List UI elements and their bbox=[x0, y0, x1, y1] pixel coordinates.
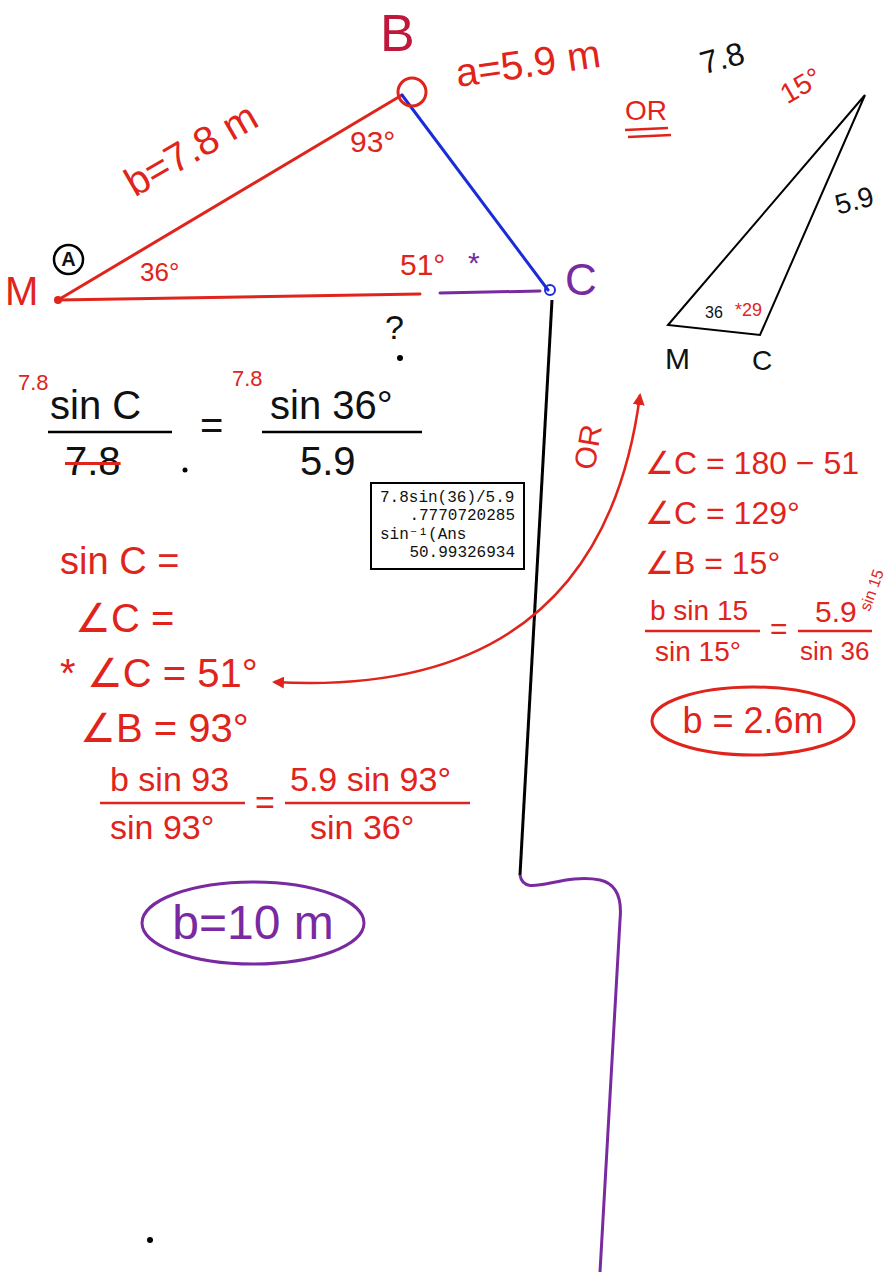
node-text: b=10 m bbox=[172, 895, 334, 950]
handwritten-label: 5.9 bbox=[831, 181, 877, 222]
handwritten-label: = bbox=[200, 402, 223, 448]
outline-shape bbox=[652, 687, 854, 755]
handwritten-label: 7.8 bbox=[232, 366, 263, 391]
handwritten-label: C bbox=[565, 255, 597, 306]
handwritten-label: sin 36° bbox=[270, 382, 393, 428]
node-text: A bbox=[61, 248, 75, 271]
handwritten-label: b sin 93 bbox=[110, 760, 229, 799]
handwritten-label: *29 bbox=[735, 300, 762, 321]
handwritten-label: M bbox=[5, 268, 38, 314]
handwritten-label: C bbox=[752, 345, 772, 377]
calculator-screen: 7.8sin(36)/5.9.7770720285sin⁻¹(Ans50.993… bbox=[370, 482, 525, 570]
handwritten-label: * ∠C = 51° bbox=[60, 650, 258, 696]
handwritten-label: 93° bbox=[350, 125, 395, 160]
handwritten-label: sin C bbox=[50, 382, 141, 428]
handwritten-label: ∠C = bbox=[75, 595, 174, 641]
calculator-line: 50.99326934 bbox=[380, 544, 515, 562]
handwritten-label: ∠C = 129° bbox=[645, 495, 800, 532]
handwritten-label: 51° bbox=[400, 248, 445, 283]
handwritten-label: sin 36 bbox=[800, 637, 869, 667]
circled-letter: A bbox=[52, 243, 85, 276]
answer-ellipse: b = 2.6m bbox=[650, 685, 856, 757]
calculator-line: 7.8sin(36)/5.9 bbox=[380, 489, 515, 507]
handwritten-label: ∠B = 93° bbox=[80, 705, 249, 751]
handwritten-label: * bbox=[468, 246, 480, 281]
handwritten-label: sin C = bbox=[60, 540, 179, 584]
handwritten-label: b sin 15 bbox=[650, 595, 748, 627]
calculator-line: .7770720285 bbox=[380, 507, 515, 525]
handwritten-label: 36 bbox=[705, 304, 723, 322]
handwritten-label: 5.9 bbox=[300, 438, 356, 484]
handwritten-label: M bbox=[665, 342, 690, 377]
handwritten-label: OR bbox=[625, 95, 667, 127]
handwritten-label: 5.9 sin 93° bbox=[290, 760, 451, 799]
calculator-line: sin⁻¹(Ans bbox=[380, 526, 515, 544]
handwritten-label: ? bbox=[385, 308, 404, 347]
outline-shape bbox=[54, 245, 83, 274]
handwritten-label: B bbox=[380, 4, 415, 64]
handwritten-label: OR bbox=[568, 422, 610, 472]
handwritten-label: 7.8 bbox=[696, 35, 748, 82]
handwritten-label: 7.8 bbox=[65, 438, 121, 484]
handwritten-label: 15° bbox=[775, 62, 828, 111]
handwritten-label: 5.9 bbox=[815, 595, 857, 630]
handwritten-label: 36° bbox=[140, 258, 179, 288]
handwritten-label: sin 36° bbox=[310, 808, 414, 847]
handwritten-label: a=5.9 m bbox=[453, 30, 604, 96]
answer-ellipse: b=10 m bbox=[140, 880, 366, 966]
handwritten-label: sin 15 bbox=[856, 567, 888, 613]
handwritten-label: sin 15° bbox=[655, 636, 741, 668]
handwritten-label: = bbox=[255, 783, 275, 822]
handwritten-label: sin 93° bbox=[110, 808, 214, 847]
handwritten-label: 7.8 bbox=[18, 370, 49, 395]
handwritten-label: ∠B = 15° bbox=[645, 545, 780, 582]
outline-shape bbox=[371, 483, 524, 569]
handwritten-label: ∠C = 180 − 51 bbox=[645, 445, 859, 482]
handwritten-label: = bbox=[770, 612, 788, 647]
outline-shape bbox=[142, 882, 364, 964]
handwritten-label: b=7.8 m bbox=[116, 93, 265, 206]
node-text: b = 2.6m bbox=[682, 700, 824, 741]
